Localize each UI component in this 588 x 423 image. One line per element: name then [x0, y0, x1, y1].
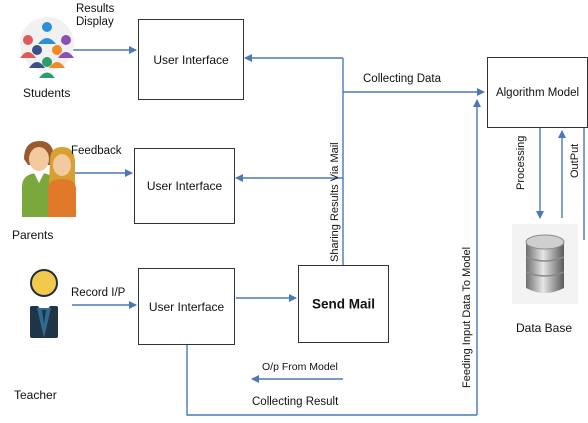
database-label: Data Base [516, 321, 573, 335]
ui-parents-label: User Interface [146, 179, 223, 193]
database-icon [512, 224, 578, 309]
ui-students-box: User Interface [138, 19, 244, 100]
ui-teacher-label: User Interface [148, 299, 225, 314]
feedback-label: Feedback [71, 145, 122, 157]
output-label: OutPut [569, 143, 581, 178]
op-from-model-label: O/p From Model [262, 361, 338, 373]
ui-parents-box: User Interface [134, 148, 235, 224]
algorithm-model-box: Algorithm Model [487, 57, 588, 128]
ui-students-label: User Interface [153, 52, 229, 67]
results-display-label: Results Display [76, 3, 115, 29]
collecting-data-label: Collecting Data [363, 73, 441, 85]
algorithm-model-label: Algorithm Model [495, 86, 580, 99]
line-collecting-result [186, 345, 477, 416]
students-icon [18, 14, 76, 85]
send-mail-box: Send Mail [298, 265, 389, 343]
record-ip-label: Record I/P [71, 287, 126, 299]
ui-teacher-box: User Interface [138, 268, 235, 345]
parents-icon [18, 137, 76, 222]
send-mail-label: Send Mail [311, 296, 375, 312]
teacher-icon [27, 266, 61, 345]
feeding-input-label: Feeding Input Data To Model [461, 246, 473, 388]
sharing-results-label: Sharing Results Via Mail [329, 142, 341, 262]
teacher-label: Teacher [14, 388, 57, 402]
parents-label: Parents [12, 228, 54, 242]
processing-label: Processing [515, 135, 527, 190]
collecting-result-label: Collecting Result [252, 396, 339, 408]
students-label: Students [23, 86, 71, 100]
